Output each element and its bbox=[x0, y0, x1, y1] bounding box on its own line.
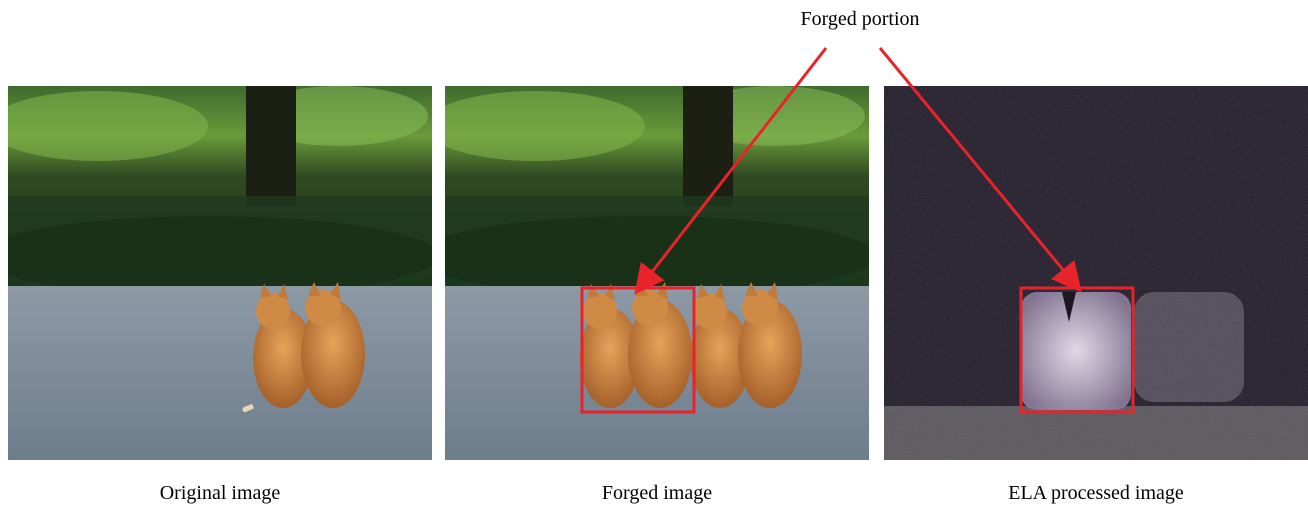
caption-original: Original image bbox=[159, 482, 281, 504]
forged-portion-label: Forged portion bbox=[800, 8, 920, 30]
ela-image bbox=[884, 86, 1308, 460]
forged-image bbox=[445, 86, 869, 460]
caption-ela: ELA processed image bbox=[1008, 482, 1184, 504]
caption-forged: Forged image bbox=[601, 482, 713, 504]
original-image bbox=[8, 86, 432, 460]
